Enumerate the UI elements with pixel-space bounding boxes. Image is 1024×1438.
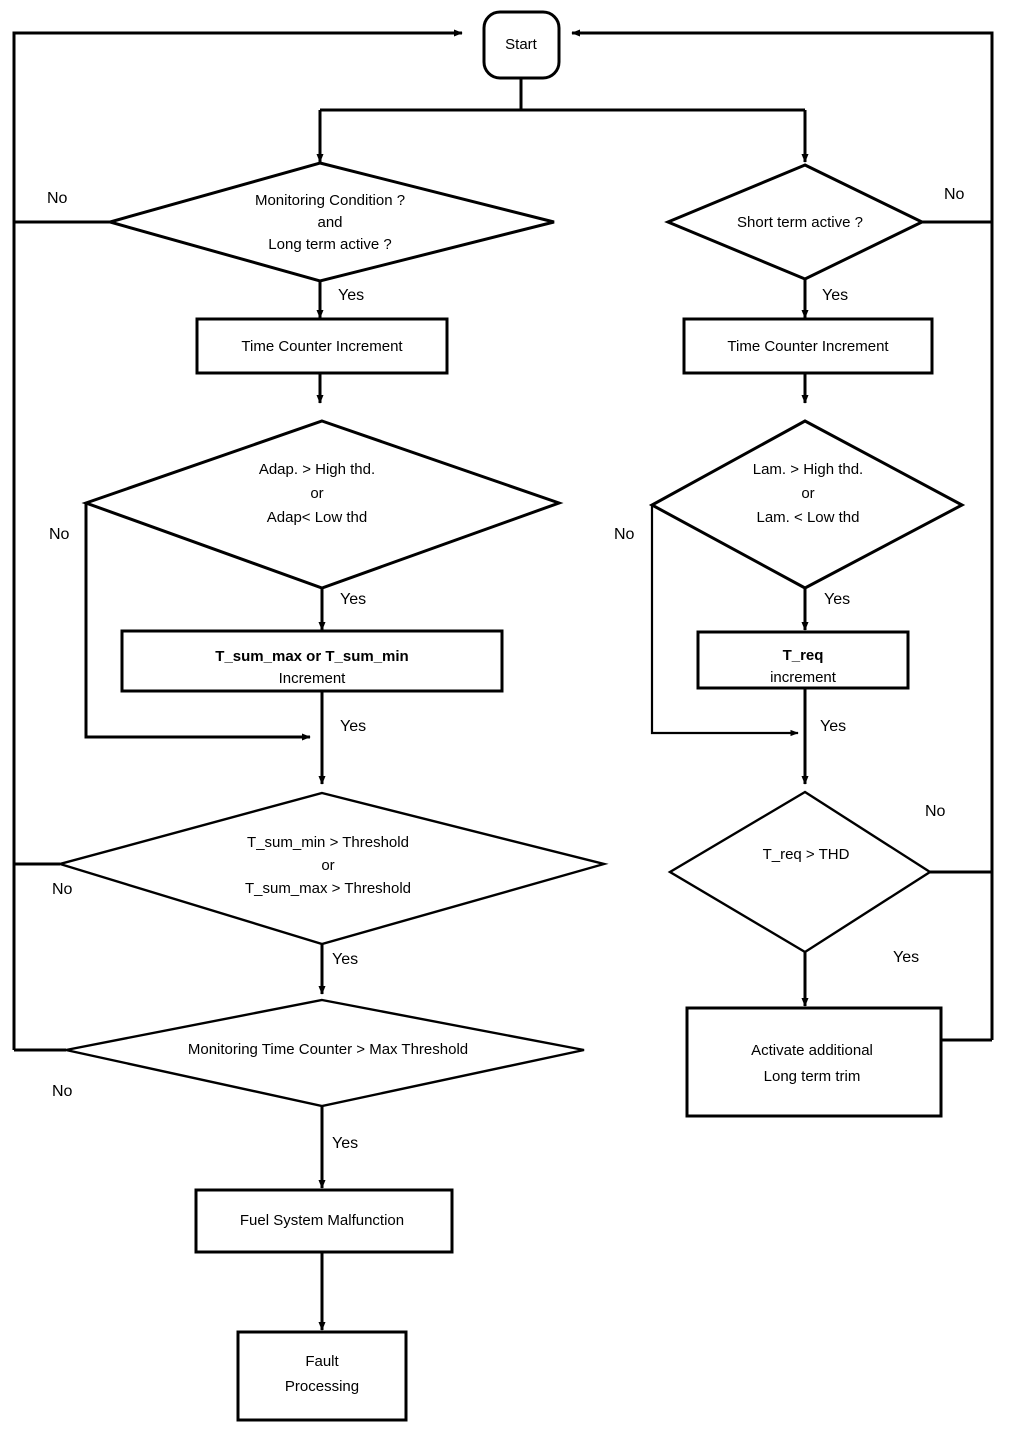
edge-label-right-thd-no: No bbox=[614, 526, 635, 543]
node-tsum-inc[interactable]: T_sum_max or T_sum_min Increment bbox=[120, 629, 504, 693]
node-right-thd-line1: Lam. > High thd. bbox=[753, 461, 863, 478]
edge-label-right-cond-yes: Yes bbox=[822, 287, 848, 304]
node-monitor-time-line1: Monitoring Time Counter > Max Threshold bbox=[188, 1041, 468, 1058]
edge-label-tsum-thresh-yes: Yes bbox=[332, 951, 358, 968]
edge-label-monitor-time-no: No bbox=[52, 1083, 73, 1100]
edge-label-treq-thd-yes: Yes bbox=[893, 949, 919, 966]
node-fault-processing-line2: Processing bbox=[285, 1378, 359, 1395]
node-start-label: Start bbox=[505, 36, 538, 53]
edge-label-left-thd-no: No bbox=[49, 526, 70, 543]
node-tsum-thresh-line1: T_sum_min > Threshold bbox=[247, 834, 409, 851]
node-treq-thd[interactable]: T_req > THD bbox=[667, 790, 933, 954]
edge-label-left-cond-no: No bbox=[47, 190, 68, 207]
edge-label-right-cond-no: No bbox=[944, 186, 965, 203]
node-fault-processing-line1: Fault bbox=[305, 1353, 339, 1370]
edge-label-tsum-thresh-no: No bbox=[52, 881, 73, 898]
node-right-thd[interactable]: Lam. > High thd. or Lam. < Low thd bbox=[648, 419, 966, 590]
node-right-cond-line1: Short term active ? bbox=[737, 214, 863, 231]
node-activate-line2: Long term trim bbox=[764, 1068, 861, 1085]
node-left-thd-line3: Adap< Low thd bbox=[267, 509, 368, 526]
node-tsum-thresh-line2: or bbox=[321, 857, 334, 874]
connector-left-return-rail bbox=[12, 29, 463, 1050]
node-treq-inc-line1: T_req bbox=[783, 647, 824, 664]
connector-right-thd-no-bypass bbox=[650, 505, 799, 737]
node-treq-thd-line1: T_req > THD bbox=[763, 846, 850, 863]
node-right-counter-label: Time Counter Increment bbox=[727, 338, 889, 355]
node-treq-inc-line2: increment bbox=[770, 669, 837, 686]
node-left-cond-line3: Long term active ? bbox=[268, 236, 391, 253]
node-right-cond[interactable]: Short term active ? bbox=[664, 163, 926, 281]
node-tsum-inc-line2: Increment bbox=[279, 670, 347, 687]
node-left-cond-line1: Monitoring Condition ? bbox=[255, 192, 405, 209]
node-left-thd-line2: or bbox=[310, 485, 323, 502]
node-monitor-time[interactable]: Monitoring Time Counter > Max Threshold bbox=[65, 998, 585, 1108]
node-left-thd-line1: Adap. > High thd. bbox=[259, 461, 375, 478]
node-fuel-malfunction-label: Fuel System Malfunction bbox=[240, 1212, 404, 1229]
node-fuel-malfunction[interactable]: Fuel System Malfunction bbox=[194, 1188, 454, 1254]
edge-label-left-thd-yes: Yes bbox=[340, 591, 366, 608]
edge-label-treq-thd-no: No bbox=[925, 803, 946, 820]
edge-label-right-thd-yes: Yes bbox=[824, 591, 850, 608]
node-activate-line1: Activate additional bbox=[751, 1042, 873, 1059]
node-left-thd[interactable]: Adap. > High thd. or Adap< Low thd bbox=[81, 419, 564, 590]
node-left-cond[interactable]: Monitoring Condition ? and Long term act… bbox=[104, 161, 555, 283]
node-treq-inc[interactable]: T_req increment bbox=[696, 630, 910, 690]
node-right-thd-line2: or bbox=[801, 485, 814, 502]
edge-label-tsum-inc-yes: Yes bbox=[340, 718, 366, 735]
node-tsum-thresh[interactable]: T_sum_min > Threshold or T_sum_max > Thr… bbox=[55, 791, 609, 946]
node-activate[interactable]: Activate additional Long term trim bbox=[685, 1006, 943, 1118]
node-right-thd-line3: Lam. < Low thd bbox=[757, 509, 860, 526]
edge-label-treq-inc-yes: Yes bbox=[820, 718, 846, 735]
node-tsum-inc-line1: T_sum_max or T_sum_min bbox=[215, 648, 408, 665]
edge-label-left-cond-yes: Yes bbox=[338, 287, 364, 304]
node-start[interactable]: Start bbox=[482, 10, 561, 80]
node-left-counter[interactable]: Time Counter Increment bbox=[195, 317, 449, 375]
node-tsum-thresh-line3: T_sum_max > Threshold bbox=[245, 880, 411, 897]
connector-left-thd-no-bypass bbox=[84, 503, 311, 741]
node-right-counter[interactable]: Time Counter Increment bbox=[682, 317, 934, 375]
connector-start-to-bus bbox=[316, 78, 809, 163]
node-left-counter-label: Time Counter Increment bbox=[241, 338, 403, 355]
connector-right-return-rail bbox=[571, 29, 994, 1040]
node-left-cond-line2: and bbox=[317, 214, 342, 231]
edge-label-monitor-time-yes: Yes bbox=[332, 1135, 358, 1152]
node-fault-processing[interactable]: Fault Processing bbox=[236, 1330, 408, 1422]
